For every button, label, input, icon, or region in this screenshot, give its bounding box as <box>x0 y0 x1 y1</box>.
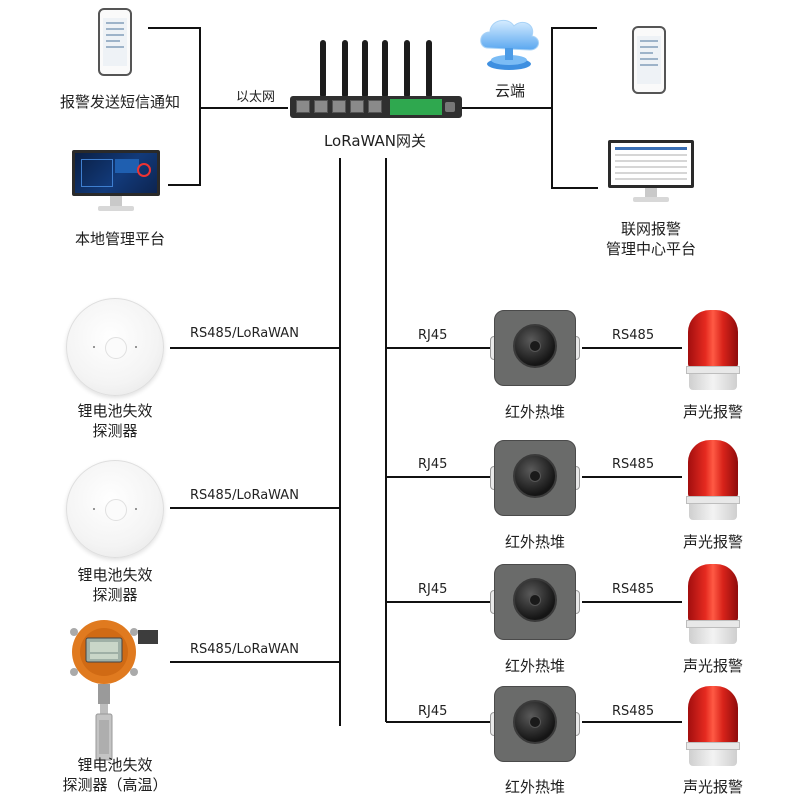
left-device-3-line1: 锂电池失效 <box>77 756 153 774</box>
monitor-icon <box>608 140 694 206</box>
alarm-label-4: 声光报警 <box>682 778 743 796</box>
cloud-label: 云端 <box>494 82 525 100</box>
ethernet-label: 以太网 <box>236 90 276 105</box>
sound-light-alarm-icon <box>686 440 740 520</box>
gas-detector-icon <box>60 620 160 780</box>
rs485-label-3: RS485 <box>612 582 655 597</box>
right-top-link <box>551 27 598 189</box>
left-link-2: RS485/LoRaWAN <box>190 488 299 503</box>
sensor-label-1: 红外热堆 <box>504 403 565 421</box>
left-device-2-line1: 锂电池失效 <box>77 566 153 584</box>
lorawan-gateway-icon <box>290 40 462 120</box>
left-device-1-line2: 探测器 <box>92 422 138 440</box>
sensor-label-4: 红外热堆 <box>504 778 565 796</box>
rs485-label-4: RS485 <box>612 704 655 719</box>
left-link-3: RS485/LoRaWAN <box>190 642 299 657</box>
sensor-label-3: 红外热堆 <box>504 657 565 675</box>
rj45-label-1: RJ45 <box>418 328 448 343</box>
rs485-label-1: RS485 <box>612 328 655 343</box>
sound-light-alarm-icon <box>686 686 740 766</box>
ir-thermopile-icon <box>490 306 580 390</box>
gateway-label: LoRaWAN网关 <box>323 132 427 150</box>
left-device-1-line1: 锂电池失效 <box>77 402 153 420</box>
rj45-label-3: RJ45 <box>418 582 448 597</box>
center-label-line1: 联网报警 <box>620 220 681 238</box>
left-top-link <box>148 27 201 186</box>
rj45-label-2: RJ45 <box>418 457 448 472</box>
center-label-line2: 管理中心平台 <box>605 240 696 258</box>
left-link-1: RS485/LoRaWAN <box>190 326 299 341</box>
local-platform-label: 本地管理平台 <box>74 230 165 248</box>
battery-detector-icon <box>66 298 164 396</box>
sensor-label-2: 红外热堆 <box>504 533 565 551</box>
rj45-label-4: RJ45 <box>418 704 448 719</box>
ir-thermopile-icon <box>490 560 580 644</box>
alarm-label-1: 声光报警 <box>682 403 743 421</box>
left-device-3-line2: 探测器（高温） <box>62 776 168 794</box>
ir-thermopile-icon <box>490 436 580 520</box>
rs485-label-2: RS485 <box>612 457 655 472</box>
alarm-label-2: 声光报警 <box>682 533 743 551</box>
battery-detector-icon <box>66 460 164 558</box>
sound-light-alarm-icon <box>686 564 740 644</box>
phone-icon <box>98 8 132 76</box>
phone-icon <box>632 26 666 94</box>
left-device-2-line2: 探测器 <box>92 586 138 604</box>
alarm-label-3: 声光报警 <box>682 657 743 675</box>
sound-light-alarm-icon <box>686 310 740 390</box>
ir-thermopile-icon <box>490 682 580 766</box>
sms-label: 报警发送短信通知 <box>59 93 180 111</box>
cloud-icon <box>474 8 544 78</box>
monitor-icon <box>72 150 160 216</box>
